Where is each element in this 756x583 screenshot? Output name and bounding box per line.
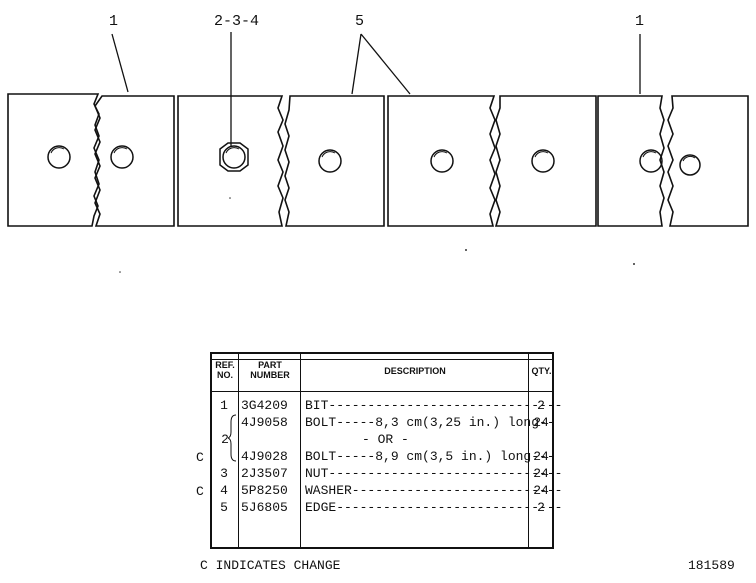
edge-segment-6 [597, 95, 665, 227]
leader-line [111, 33, 129, 93]
bolt-head [222, 145, 246, 169]
nut-hex [219, 142, 249, 172]
callout-mid: 5 [355, 13, 365, 30]
edge-segment-2 [177, 95, 284, 227]
callout-right: 1 [635, 13, 645, 30]
header-desc: DESCRIPTION [384, 366, 446, 376]
figure-number: 181589 [688, 558, 735, 573]
header-ref: REF. NO. [215, 360, 235, 380]
bolt-head [47, 145, 71, 169]
callout-left: 1 [109, 13, 119, 30]
edge-segment-3 [284, 95, 385, 227]
bolt-head [110, 145, 134, 169]
change-marker: C [196, 450, 204, 465]
change-marker: C [196, 484, 204, 499]
leader-line [351, 33, 362, 95]
leader-line [360, 33, 411, 95]
bolt-head [430, 149, 454, 173]
bolt-head [679, 154, 701, 176]
cutting-edge-illustration [7, 32, 749, 273]
bolt-head [639, 149, 663, 173]
parts-table: REF. NO. PART NUMBER DESCRIPTION QTY. 1 … [210, 352, 562, 549]
edge-segment-5 [494, 95, 597, 227]
bolt-head [531, 149, 555, 173]
change-legend: C INDICATES CHANGE [200, 558, 341, 573]
bit-right-outline [667, 95, 749, 227]
header-qty: QTY. [531, 366, 552, 376]
callout-center: 2-3-4 [214, 13, 260, 30]
bit-left-outline [7, 93, 100, 227]
header-part: PART NUMBER [250, 360, 290, 380]
edge-segment-4 [387, 95, 496, 227]
edge-segment-1 [94, 95, 175, 227]
bolt-head [318, 149, 342, 173]
ref-brace [228, 414, 237, 462]
